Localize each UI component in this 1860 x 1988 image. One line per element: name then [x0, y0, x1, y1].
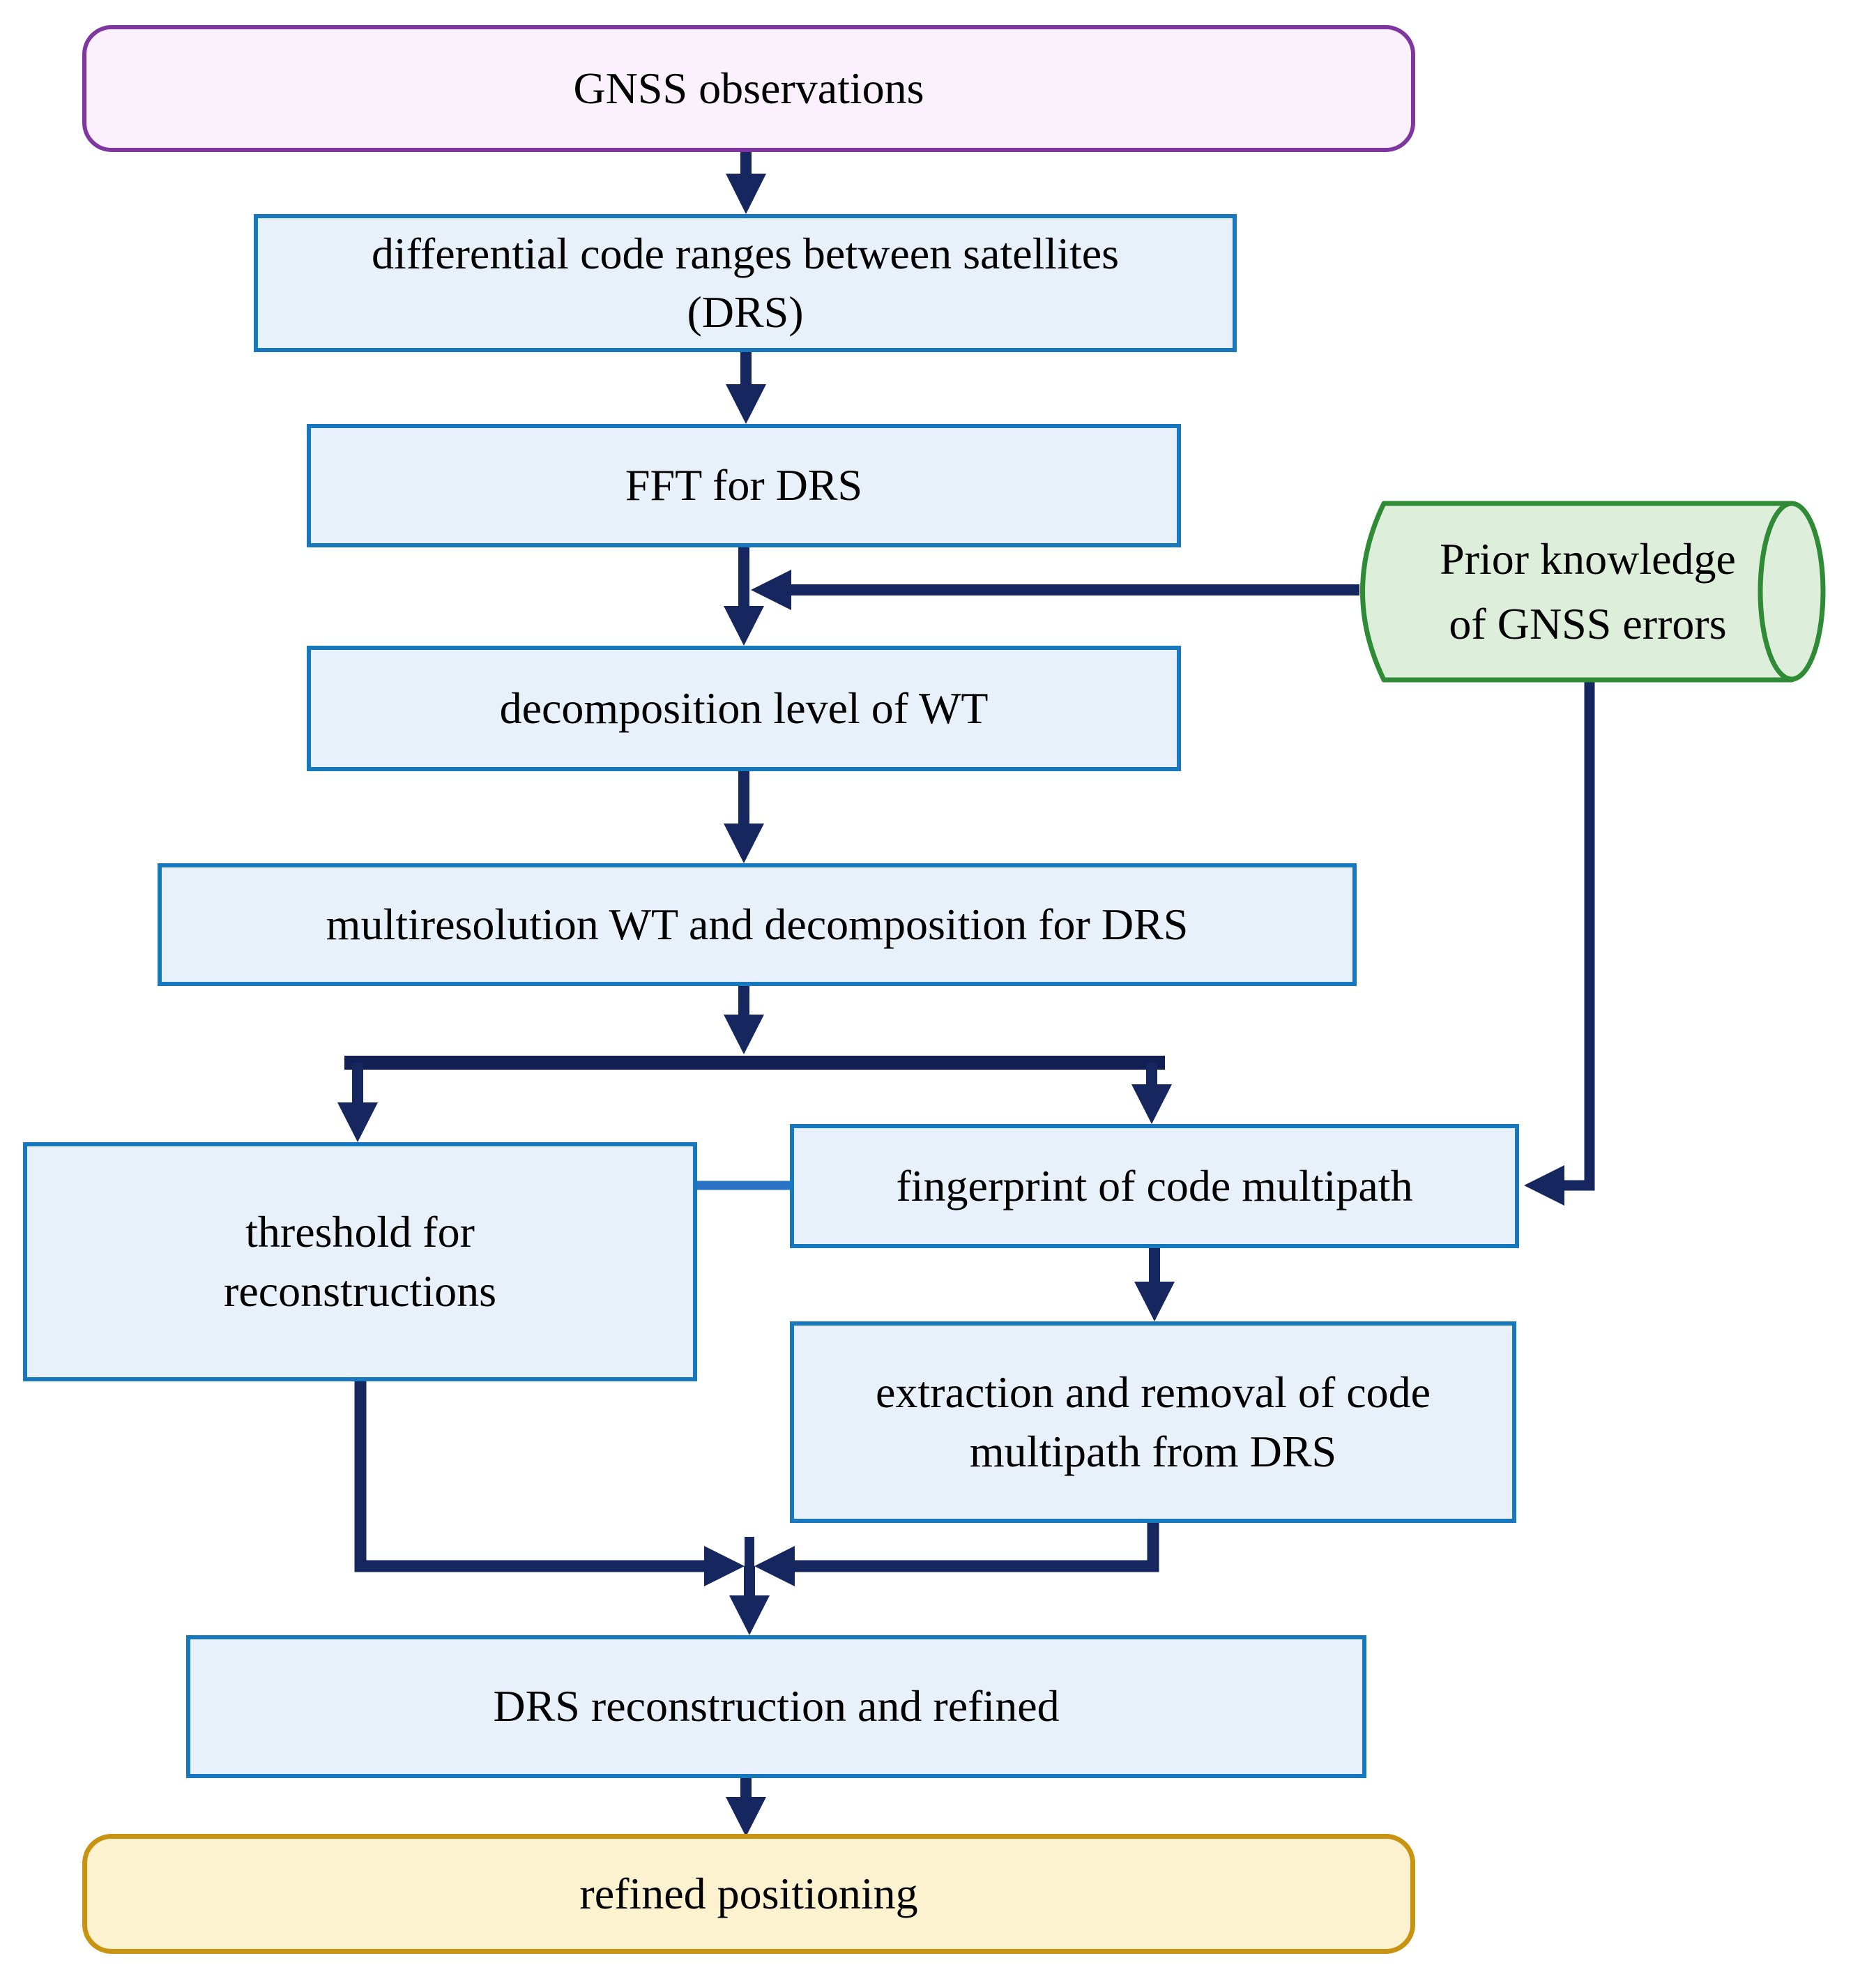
- arrow-multiresolution-to-splitbar-head: [724, 1015, 764, 1054]
- node-label-line1: extraction and removal of code: [875, 1367, 1431, 1418]
- arrow-splitbar-to-fingerprint-head: [1131, 1084, 1172, 1124]
- node-label: multiresolution WT and decomposition for…: [326, 899, 1189, 949]
- node-multiresolution-wt: multiresolution WT and decomposition for…: [158, 863, 1357, 986]
- node-label: fingerprint of code multipath: [896, 1160, 1413, 1211]
- node-extraction-and-removal: extraction and removal of code multipath…: [790, 1321, 1516, 1523]
- prior-knowledge-cylinder-cap: [1758, 501, 1826, 682]
- arrow-merge-to-reconstruction-head: [729, 1595, 770, 1635]
- node-label: FFT for DRS: [625, 460, 863, 510]
- node-fingerprint-of-code-multipath: fingerprint of code multipath: [790, 1124, 1519, 1248]
- node-decomposition-level: decomposition level of WT: [307, 646, 1181, 771]
- arrow-threshold-to-merge-line: [354, 1381, 706, 1572]
- arrow-fingerprint-to-extraction-head: [1134, 1282, 1175, 1321]
- node-label: GNSS observations: [573, 63, 924, 113]
- arrow-threshold-to-merge-head: [704, 1546, 745, 1586]
- arrow-prior-to-mainline-head: [751, 570, 791, 610]
- node-label: refined positioning: [579, 1868, 918, 1918]
- node-label-line1: Prior knowledge: [1440, 533, 1736, 584]
- node-refined-positioning: refined positioning: [82, 1834, 1415, 1954]
- node-label-line1: threshold for: [245, 1207, 475, 1257]
- arrow-prior-to-fingerprint-line: [1562, 678, 1595, 1191]
- arrow-splitbar-to-threshold-head: [337, 1102, 378, 1142]
- node-threshold-for-reconstructions: threshold for reconstructions: [23, 1142, 697, 1381]
- node-prior-knowledge-label: Prior knowledge of GNSS errors: [1384, 503, 1792, 680]
- node-fft-for-drs: FFT for DRS: [307, 424, 1181, 547]
- arrow-gnss-to-drs-head: [726, 174, 766, 214]
- node-gnss-observations: GNSS observations: [82, 25, 1415, 152]
- node-differential-code-ranges: differential code ranges between satelli…: [254, 214, 1237, 352]
- node-label-line2: multipath from DRS: [969, 1426, 1337, 1476]
- arrow-fft-to-decomposition-head: [724, 606, 764, 646]
- arrow-reconstruction-to-refined-head: [726, 1797, 766, 1837]
- node-label-line2: reconstructions: [224, 1266, 496, 1316]
- arrow-decomposition-to-multiresolution-head: [724, 824, 764, 863]
- node-label: decomposition level of WT: [499, 683, 989, 733]
- arrow-drs-to-fft-head: [726, 384, 766, 424]
- node-label-line2: (DRS): [687, 287, 804, 337]
- arrow-prior-to-fingerprint-head: [1524, 1165, 1564, 1206]
- node-label-line1: differential code ranges between satelli…: [371, 228, 1120, 278]
- node-label: DRS reconstruction and refined: [493, 1681, 1060, 1731]
- node-drs-reconstruction: DRS reconstruction and refined: [186, 1635, 1366, 1778]
- arrow-extraction-to-merge-head: [754, 1546, 795, 1586]
- arrow-extraction-to-merge-line: [793, 1523, 1159, 1572]
- node-label-line2: of GNSS errors: [1449, 598, 1727, 648]
